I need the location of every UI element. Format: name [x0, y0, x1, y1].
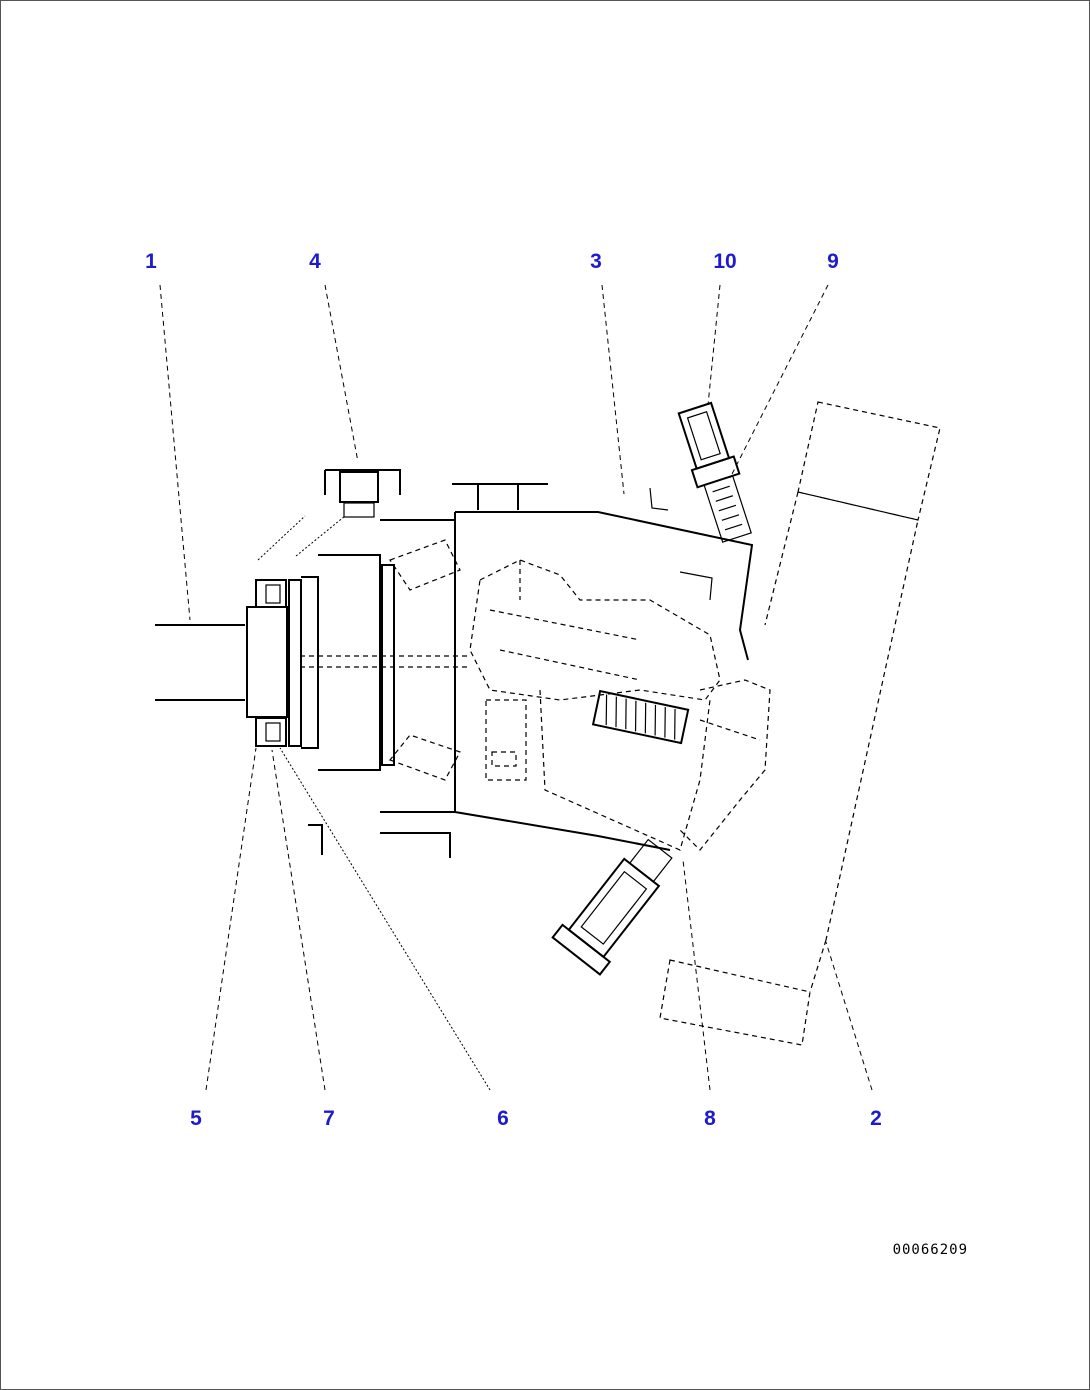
leader-2	[825, 941, 873, 1091]
callout-3: 3	[590, 250, 602, 273]
callout-6: 6	[497, 1107, 509, 1130]
leader-5	[205, 747, 257, 1091]
leader-lines	[159, 284, 873, 1091]
callout-9: 9	[827, 250, 839, 273]
drawing-id: 00066209	[893, 1242, 968, 1258]
cylinder-block	[389, 539, 721, 851]
leader-10	[707, 284, 721, 406]
leader-4	[324, 284, 359, 463]
leader-8	[682, 859, 711, 1091]
callouts: 1 4 3 10 9 5 7 6 8 2	[145, 250, 882, 1130]
part-8-lower-fitting	[551, 838, 673, 976]
part-9-10-upper-plug	[677, 401, 752, 543]
callout-1: 1	[145, 250, 157, 273]
leader-3	[601, 284, 625, 495]
callout-4: 4	[309, 250, 321, 273]
part-2-housing-outline	[659, 401, 941, 1046]
callout-10: 10	[713, 250, 736, 273]
part-4-plug	[257, 469, 401, 561]
end-cap	[679, 679, 771, 851]
leader-7	[271, 749, 326, 1091]
spring	[591, 689, 690, 745]
leader-6	[279, 747, 491, 1091]
callout-2: 2	[870, 1107, 882, 1130]
leader-1	[159, 284, 191, 621]
callout-8: 8	[704, 1107, 716, 1130]
callout-7: 7	[323, 1107, 335, 1130]
shaft-assembly	[155, 519, 470, 813]
pump-body	[308, 483, 754, 858]
callout-5: 5	[190, 1107, 202, 1130]
leader-9	[729, 284, 829, 479]
